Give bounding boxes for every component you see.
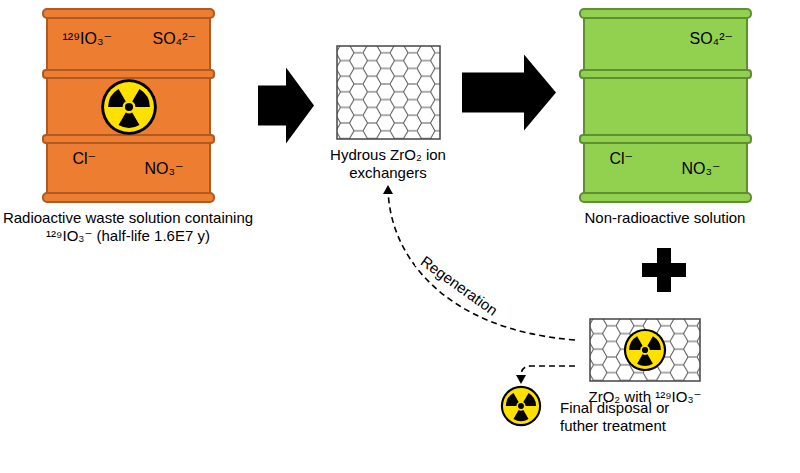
clean-barrel: SO₄²⁻ Cl⁻ NO₃⁻ Non-radioactive solution — [560, 8, 770, 227]
block-arrow — [258, 68, 314, 144]
disposal-node: Final disposal or futher treatment — [500, 385, 730, 435]
ion-label: ¹²⁹IO₃⁻ — [63, 30, 112, 48]
ion-label: SO₄²⁻ — [690, 30, 733, 48]
node-caption: Radioactive waste solution containing ¹²… — [2, 209, 254, 245]
loaded-exchanger-picture — [589, 318, 701, 382]
ion-exchanger: Hydrous ZrO₂ ion exchangers — [318, 45, 458, 182]
node-picture: SO₄²⁻ Cl⁻ NO₃⁻ — [578, 8, 753, 203]
ion-label: Cl⁻ — [610, 150, 634, 168]
radiation-symbol — [500, 385, 542, 427]
node-picture — [589, 318, 701, 382]
dashed-arrow — [521, 366, 575, 383]
dashed-arrow — [388, 186, 575, 340]
ion-label: SO₄²⁻ — [153, 30, 196, 48]
block-arrow — [462, 55, 556, 131]
edge-label: Regeneration — [414, 251, 503, 322]
ion-label: Cl⁻ — [73, 150, 97, 168]
ion-exchanger-picture — [336, 45, 441, 140]
node-caption: Non-radioactive solution — [560, 209, 770, 227]
node-picture: ¹²⁹IO₃⁻ SO₄²⁻ Cl⁻ NO₃⁻ — [41, 8, 216, 203]
plus-sign — [642, 248, 686, 292]
node-picture — [336, 45, 441, 140]
loaded-exchanger: ZrO₂ with ¹²⁹IO₃⁻ — [575, 318, 715, 406]
ion-label: NO₃⁻ — [145, 160, 184, 178]
node-caption: Hydrous ZrO₂ ion exchangers — [318, 146, 458, 182]
ion-label: NO₃⁻ — [682, 160, 721, 178]
node-caption: Final disposal or futher treatment — [560, 399, 710, 435]
waste-barrel: ¹²⁹IO₃⁻ SO₄²⁻ Cl⁻ NO₃⁻ Radioactive waste sol… — [2, 8, 254, 245]
node-picture — [500, 385, 542, 427]
